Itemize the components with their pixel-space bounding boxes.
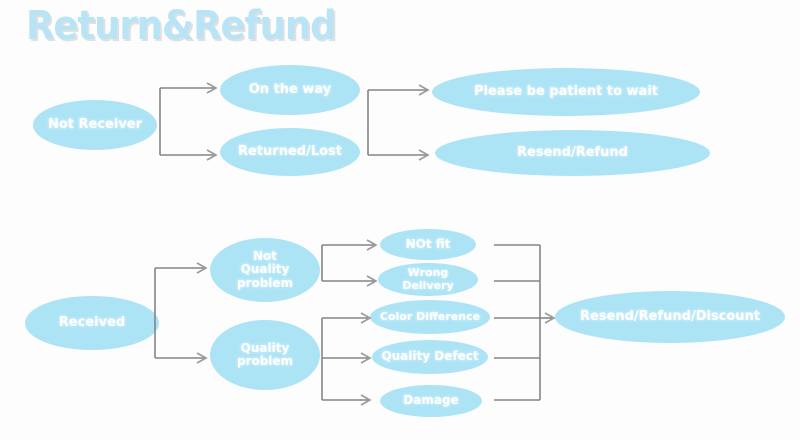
connector-quality-branch bbox=[321, 312, 372, 406]
node-quality-defect[interactable]: Quality Defect bbox=[372, 340, 488, 374]
node-on-the-way[interactable]: On the way bbox=[220, 65, 360, 115]
node-resend-refund-discount[interactable]: Resend/Refund/Discount bbox=[555, 291, 785, 343]
connector-reasons-merge bbox=[494, 244, 556, 401]
node-damage[interactable]: Damage bbox=[380, 385, 482, 417]
node-received[interactable]: Received bbox=[25, 296, 159, 350]
node-color-difference[interactable]: Color Difference bbox=[370, 300, 490, 334]
node-wrong-delivery[interactable]: Wrong Delivery bbox=[378, 263, 478, 296]
connector-not-quality-branch bbox=[321, 239, 378, 287]
node-not-fit[interactable]: NOt fit bbox=[380, 229, 476, 260]
connector-stage2-to-stage3-top bbox=[367, 84, 430, 161]
connector-not-receiver-branch bbox=[159, 82, 218, 161]
node-not-quality-problem[interactable]: Not Quality problem bbox=[210, 238, 320, 302]
connector-received-branch bbox=[154, 262, 208, 364]
node-quality-problem[interactable]: Quality problem bbox=[210, 320, 320, 390]
node-please-be-patient-to-wait[interactable]: Please be patient to wait bbox=[432, 68, 700, 116]
node-resend-refund[interactable]: Resend/Refund bbox=[435, 130, 710, 176]
node-returned-lost[interactable]: Returned/Lost bbox=[220, 128, 360, 176]
page-title: Return&Refund bbox=[26, 3, 337, 49]
node-not-receiver[interactable]: Not Receiver bbox=[33, 100, 157, 150]
